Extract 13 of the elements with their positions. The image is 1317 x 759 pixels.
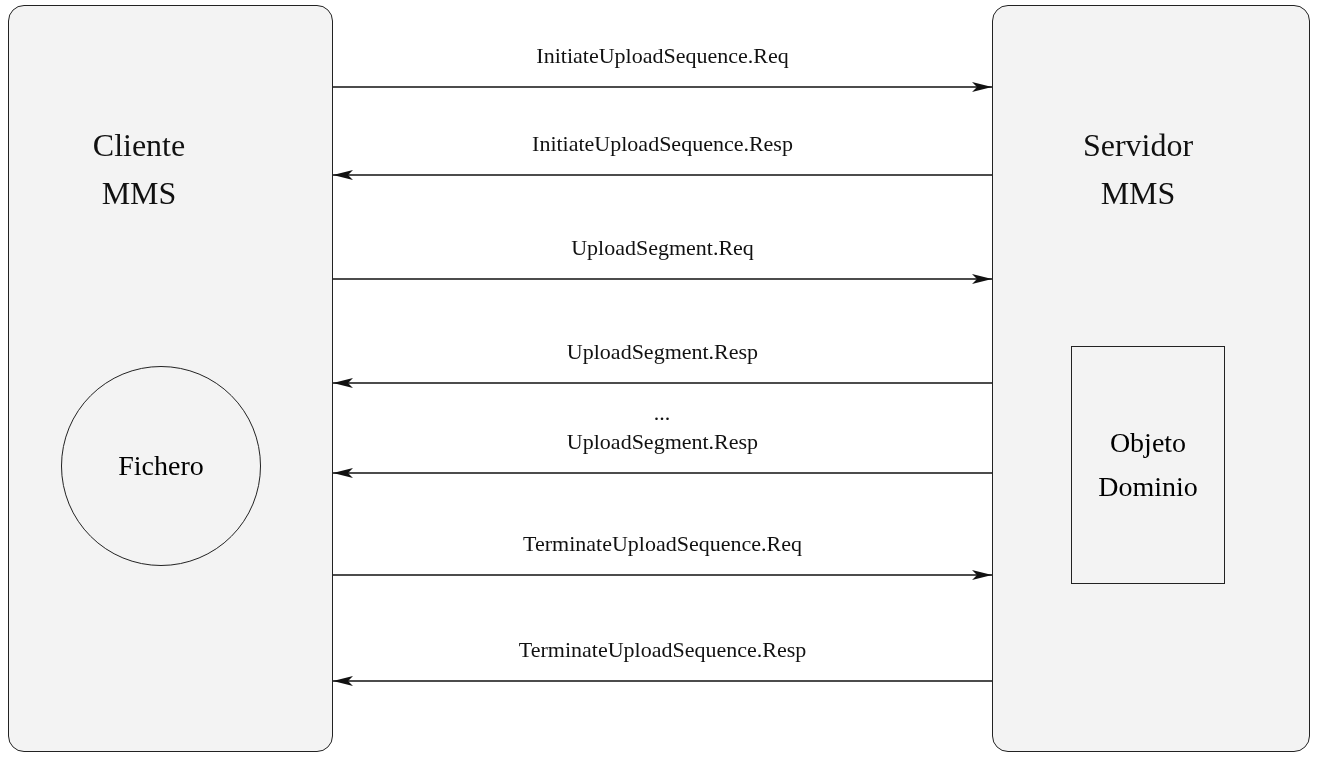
arrow xyxy=(332,676,993,686)
arrow xyxy=(332,274,993,284)
client-panel xyxy=(8,5,333,752)
arrow xyxy=(332,378,993,388)
server-panel xyxy=(992,5,1310,752)
arrow xyxy=(332,82,993,92)
domain-object-box: Objeto Dominio xyxy=(1071,346,1225,584)
arrow xyxy=(332,570,993,580)
panel-title: Servidor MMS xyxy=(1081,126,1195,213)
arrow xyxy=(332,170,993,180)
arrow xyxy=(332,468,993,478)
panel-title: Cliente MMS xyxy=(91,126,187,213)
file-circle: Fichero xyxy=(61,366,261,566)
